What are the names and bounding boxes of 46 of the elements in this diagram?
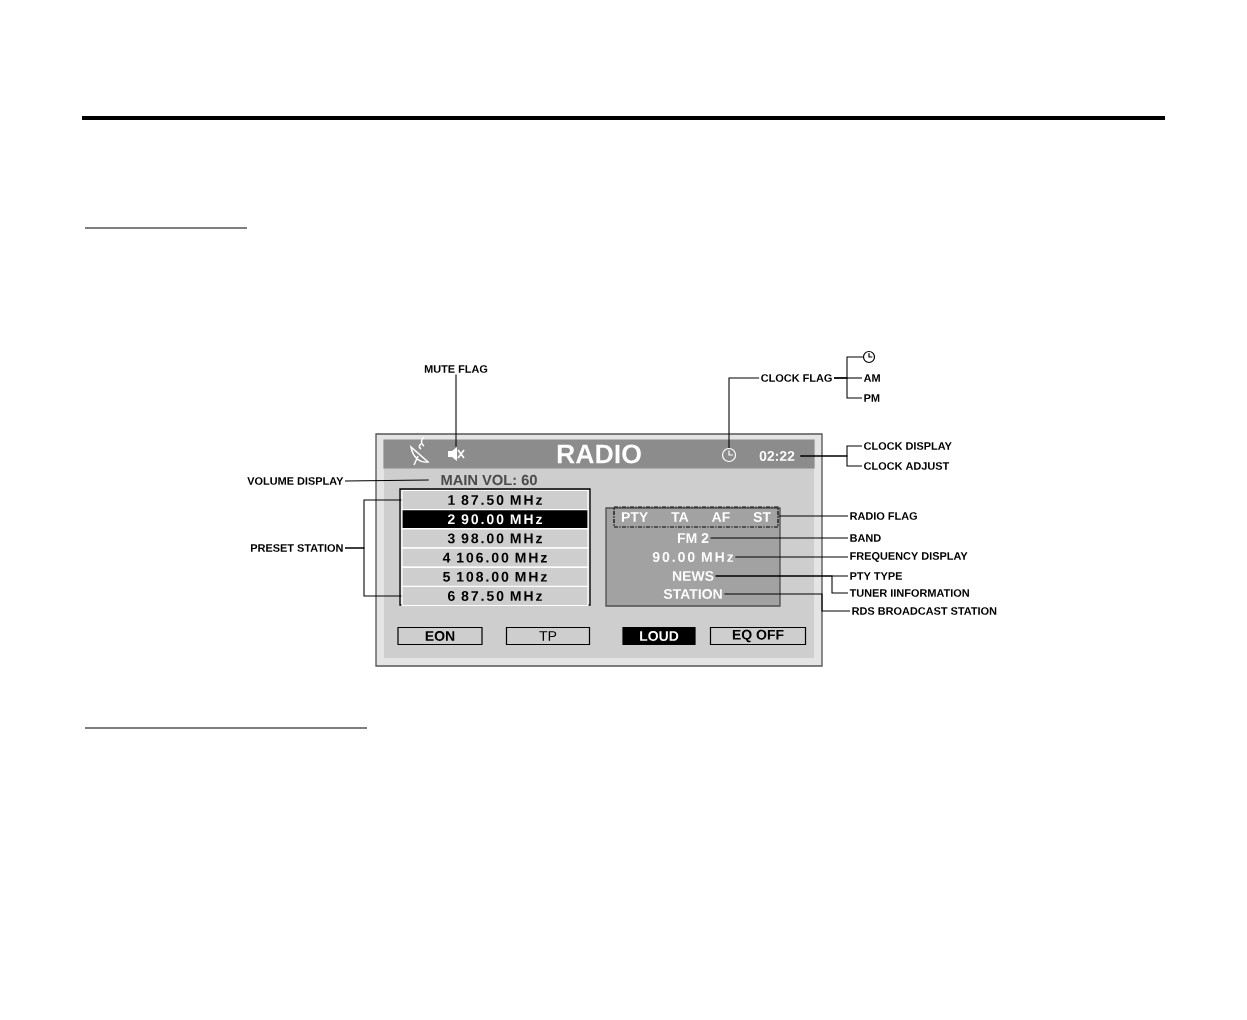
preset-row: 5 108.00 MHz: [401, 566, 589, 587]
leader-line: [455, 373, 457, 448]
leader-line: [715, 575, 849, 594]
toggle-button: EON: [397, 626, 483, 646]
leader-line: [799, 455, 863, 467]
preset-row: 4 106.00 MHz: [401, 547, 589, 568]
leader-line: [344, 479, 430, 482]
leader-line: [723, 593, 851, 612]
toggle-button: EQ OFF: [709, 626, 807, 646]
clock-icon: [721, 447, 737, 463]
callout-label: TUNER IINFORMATION: [849, 589, 969, 597]
callout-label: PTY TYPE: [850, 572, 902, 580]
clock-icon: [862, 350, 876, 364]
callout-label: PRESET STATION: [251, 544, 343, 552]
leader-line: [833, 377, 863, 399]
callout-label: CLOCK ADJUST: [864, 462, 950, 470]
station-text: STATION: [663, 589, 722, 599]
callout-label: CLOCK DISPLAY: [864, 442, 952, 450]
preset-row: 1 87.50 MHz: [401, 489, 589, 511]
mute-icon: [448, 447, 465, 461]
toggle-button: TP: [505, 626, 591, 646]
callout-label: CLOCK FLAG: [761, 374, 832, 382]
pty-text: NEWS: [672, 571, 714, 581]
callout-label: RADIO FLAG: [850, 512, 917, 520]
leader-line: [728, 377, 760, 449]
toggle-button: LOUD: [622, 626, 696, 646]
info-panel: [605, 507, 781, 607]
callout-label: AM: [863, 374, 880, 382]
callout-label: FREQUENCY DISPLAY: [850, 552, 968, 562]
callout-label: RDS BROADCAST STATION: [852, 607, 997, 615]
leader-line: [778, 515, 849, 517]
volume-text: MAIN VOL: 60: [441, 474, 537, 486]
radio-flag-box: PTY TA AF ST: [613, 506, 779, 528]
preset-row: 6 87.50 MHz: [401, 585, 589, 607]
clock-time: 02:22: [759, 451, 795, 461]
frequency-text: 90.00 MHz: [652, 552, 734, 562]
leader-line: [710, 537, 849, 539]
callout-label: VOLUME DISPLAY: [247, 477, 344, 485]
callout-label: BAND: [850, 534, 881, 542]
preset-row: 2 90.00 MHz: [401, 509, 589, 530]
callout-label: PM: [864, 394, 880, 402]
leader-line: [344, 547, 402, 597]
leader-line: [734, 556, 849, 558]
callout-label: MUTE FLAG: [424, 365, 488, 373]
band-text: FM 2: [678, 533, 709, 543]
preset-row: 3 98.00 MHz: [401, 528, 589, 549]
